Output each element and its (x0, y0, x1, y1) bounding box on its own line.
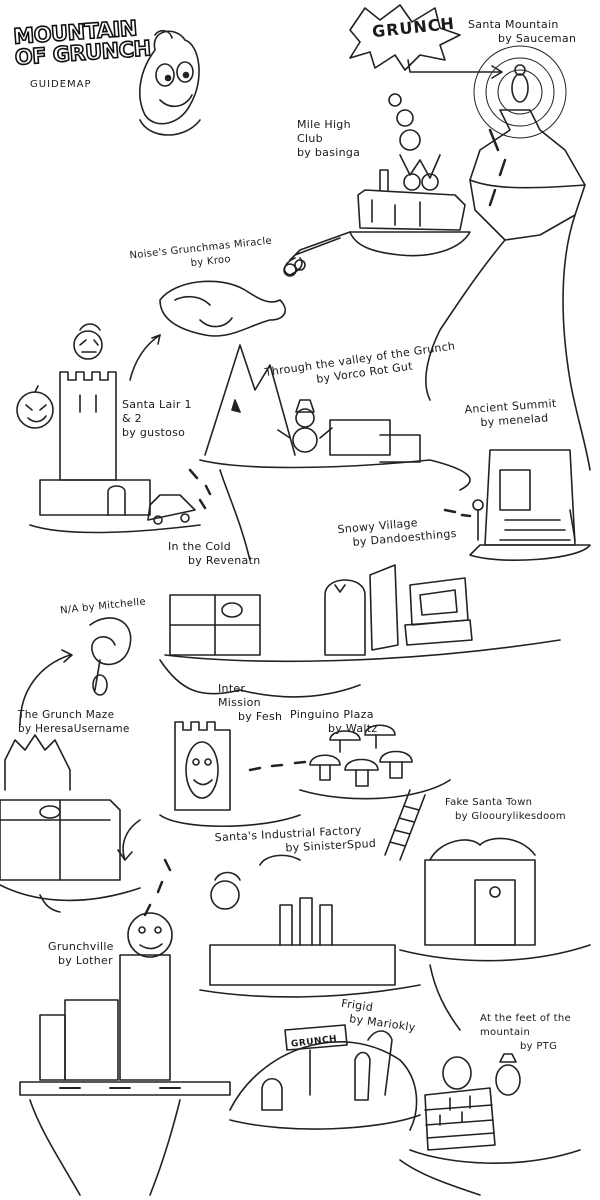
level-name: At the feet of the mountain (480, 1013, 571, 1038)
pinguino-plaza (248, 724, 451, 800)
level-author: by basinga (297, 146, 361, 159)
level-label-feet-of-mountain: At the feet of the mountain by PTG (480, 1012, 590, 1054)
level-name: Inter Mission (218, 682, 261, 709)
level-name: Mile High Club (297, 118, 351, 145)
santa-lair-tower (16, 323, 201, 534)
grunchville-towers (19, 912, 231, 1196)
na-swirl (89, 617, 132, 696)
frigid-hill (229, 1024, 421, 1131)
fake-santa-town-building (384, 789, 591, 1031)
level-author: by PTG (520, 1041, 558, 1052)
noise-figure (129, 259, 306, 381)
feet-of-mountain-base (399, 1053, 581, 1196)
level-author: by Waltz (328, 722, 378, 735)
level-author: by Sauceman (498, 32, 577, 45)
level-label-pinguino-plaza: Pinguino Plaza by Waltz (290, 708, 377, 736)
level-name: Santa Lair 1 & 2 (122, 398, 192, 425)
level-label-in-the-cold: In the Cold by Revenatn (168, 540, 260, 568)
inter-mission-tower (159, 721, 301, 827)
level-name: Pinguino Plaza (290, 708, 374, 721)
level-author: by HeresaUsername (18, 723, 130, 735)
grunch-mascot-head (139, 29, 201, 136)
maze-arrow (19, 649, 73, 726)
level-label-santa-mountain: Santa Mountain by Sauceman (468, 18, 576, 46)
level-name: In the Cold (168, 540, 232, 553)
level-author: by Gloourylikesdoom (455, 811, 566, 822)
level-name: Santa Mountain (468, 18, 559, 31)
level-author: by gustoso (122, 426, 186, 439)
map-subtitle: GUIDEMAP (30, 79, 92, 90)
mile-high-club-house (283, 93, 471, 276)
level-label-santa-lair: Santa Lair 1 & 2 by gustoso (122, 398, 202, 440)
level-label-grunch-maze: The Grunch Maze by HeresaUsername (18, 708, 148, 736)
level-label-grunchville: Grunchville by Lother (48, 940, 114, 968)
level-label-mile-high-club: Mile High Club by basinga (297, 118, 377, 160)
level-name: N/A (59, 603, 80, 617)
level-label-fake-santa-town: Fake Santa Town by Gloourylikesdoom (445, 796, 566, 824)
santa-mountain-peak (425, 45, 591, 471)
grunch-maze-building (0, 734, 141, 913)
level-name: Grunchville (48, 940, 114, 953)
in-the-cold-cabinet (159, 594, 361, 698)
level-label-inter-mission: Inter Mission by Fesh (218, 682, 288, 724)
level-author: by Fesh (238, 710, 283, 723)
industrial-factory (143, 854, 421, 998)
ancient-summit-temple (443, 449, 591, 561)
snowy-village (164, 564, 561, 663)
valley-mountains (188, 344, 471, 561)
level-name: The Grunch Maze (18, 709, 115, 721)
map-title: MOUNTAIN OF GRUNCH (12, 15, 152, 70)
level-author: by Lother (58, 954, 113, 967)
level-name: Fake Santa Town (445, 797, 533, 808)
level-author: by Revenatn (188, 554, 261, 567)
